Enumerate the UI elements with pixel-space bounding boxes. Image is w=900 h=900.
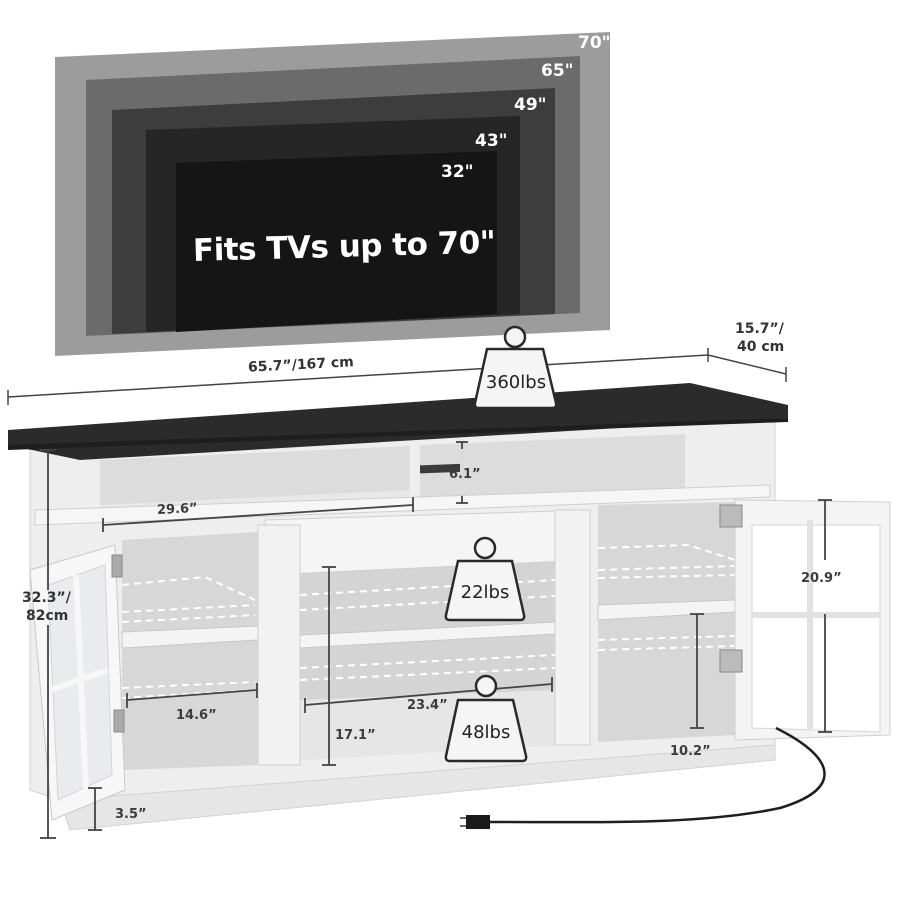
depth-dimension-label-2: 40 cm	[737, 339, 785, 355]
weight-bottom-text: 48lbs	[461, 722, 511, 743]
top-shelf-height-label: 6.1”	[449, 467, 481, 482]
tv-32-outline	[176, 151, 497, 332]
height-dimension-label-1: 32.3”/	[22, 590, 71, 606]
door-height-label: 20.9”	[801, 571, 842, 586]
side-shelf-width-label: 14.6”	[176, 708, 217, 723]
tv-size-65-label: 65"	[541, 61, 574, 81]
tv-size-43-label: 43"	[475, 131, 508, 151]
weight-icon-bottom	[444, 674, 528, 763]
depth-dimension-label-1: 15.7”/	[735, 321, 784, 337]
weight-top-text: 360lbs	[485, 372, 547, 393]
weight-icon-shelf	[444, 536, 526, 622]
base-height-label: 3.5”	[115, 807, 147, 822]
height-dimension-label-2: 82cm	[26, 608, 69, 624]
right-lower-height-label: 10.2”	[670, 744, 711, 759]
tv-size-32-label: 32"	[441, 162, 474, 182]
power-cord	[489, 726, 826, 824]
center-height-label: 17.1”	[335, 728, 376, 743]
center-shelf-width-label: 23.4”	[407, 698, 448, 713]
top-shelf-width-label: 29.6”	[156, 500, 198, 519]
tv-size-70-label: 70"	[578, 33, 611, 53]
weight-icon-top	[473, 325, 558, 410]
weight-shelf-text: 22lbs	[460, 582, 510, 603]
tv-size-49-label: 49"	[514, 95, 547, 115]
